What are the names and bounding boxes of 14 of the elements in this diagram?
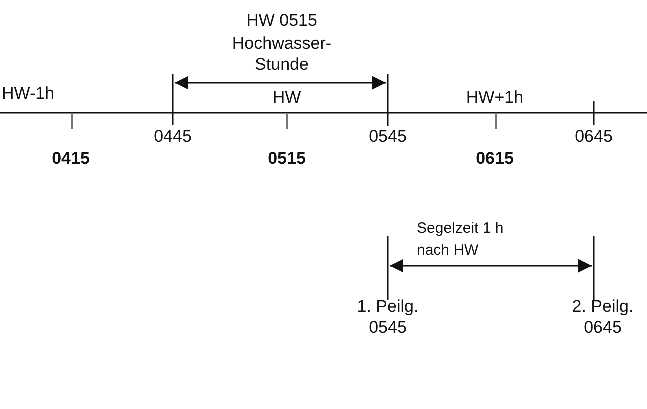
time-label: 0415 xyxy=(51,148,91,169)
time-label: 0615 xyxy=(475,148,515,169)
time-label: 0515 xyxy=(267,148,307,169)
time-label: HW+1h xyxy=(465,87,525,108)
time-label: HW xyxy=(272,87,302,108)
heading-text: HW 0515 xyxy=(246,10,318,31)
time-label: HW-1h xyxy=(2,83,56,104)
heading-text: Hochwasser- Stunde xyxy=(231,33,333,75)
time-label: 0645 xyxy=(574,126,614,147)
reading-label: 1. Peilg. 0545 xyxy=(356,296,420,338)
time-label: 0445 xyxy=(153,126,193,147)
annotation-text: Segelzeit 1 h nach HW xyxy=(417,219,505,261)
reading-label: 2. Peilg. 0645 xyxy=(571,296,635,338)
time-label: 0545 xyxy=(368,126,408,147)
